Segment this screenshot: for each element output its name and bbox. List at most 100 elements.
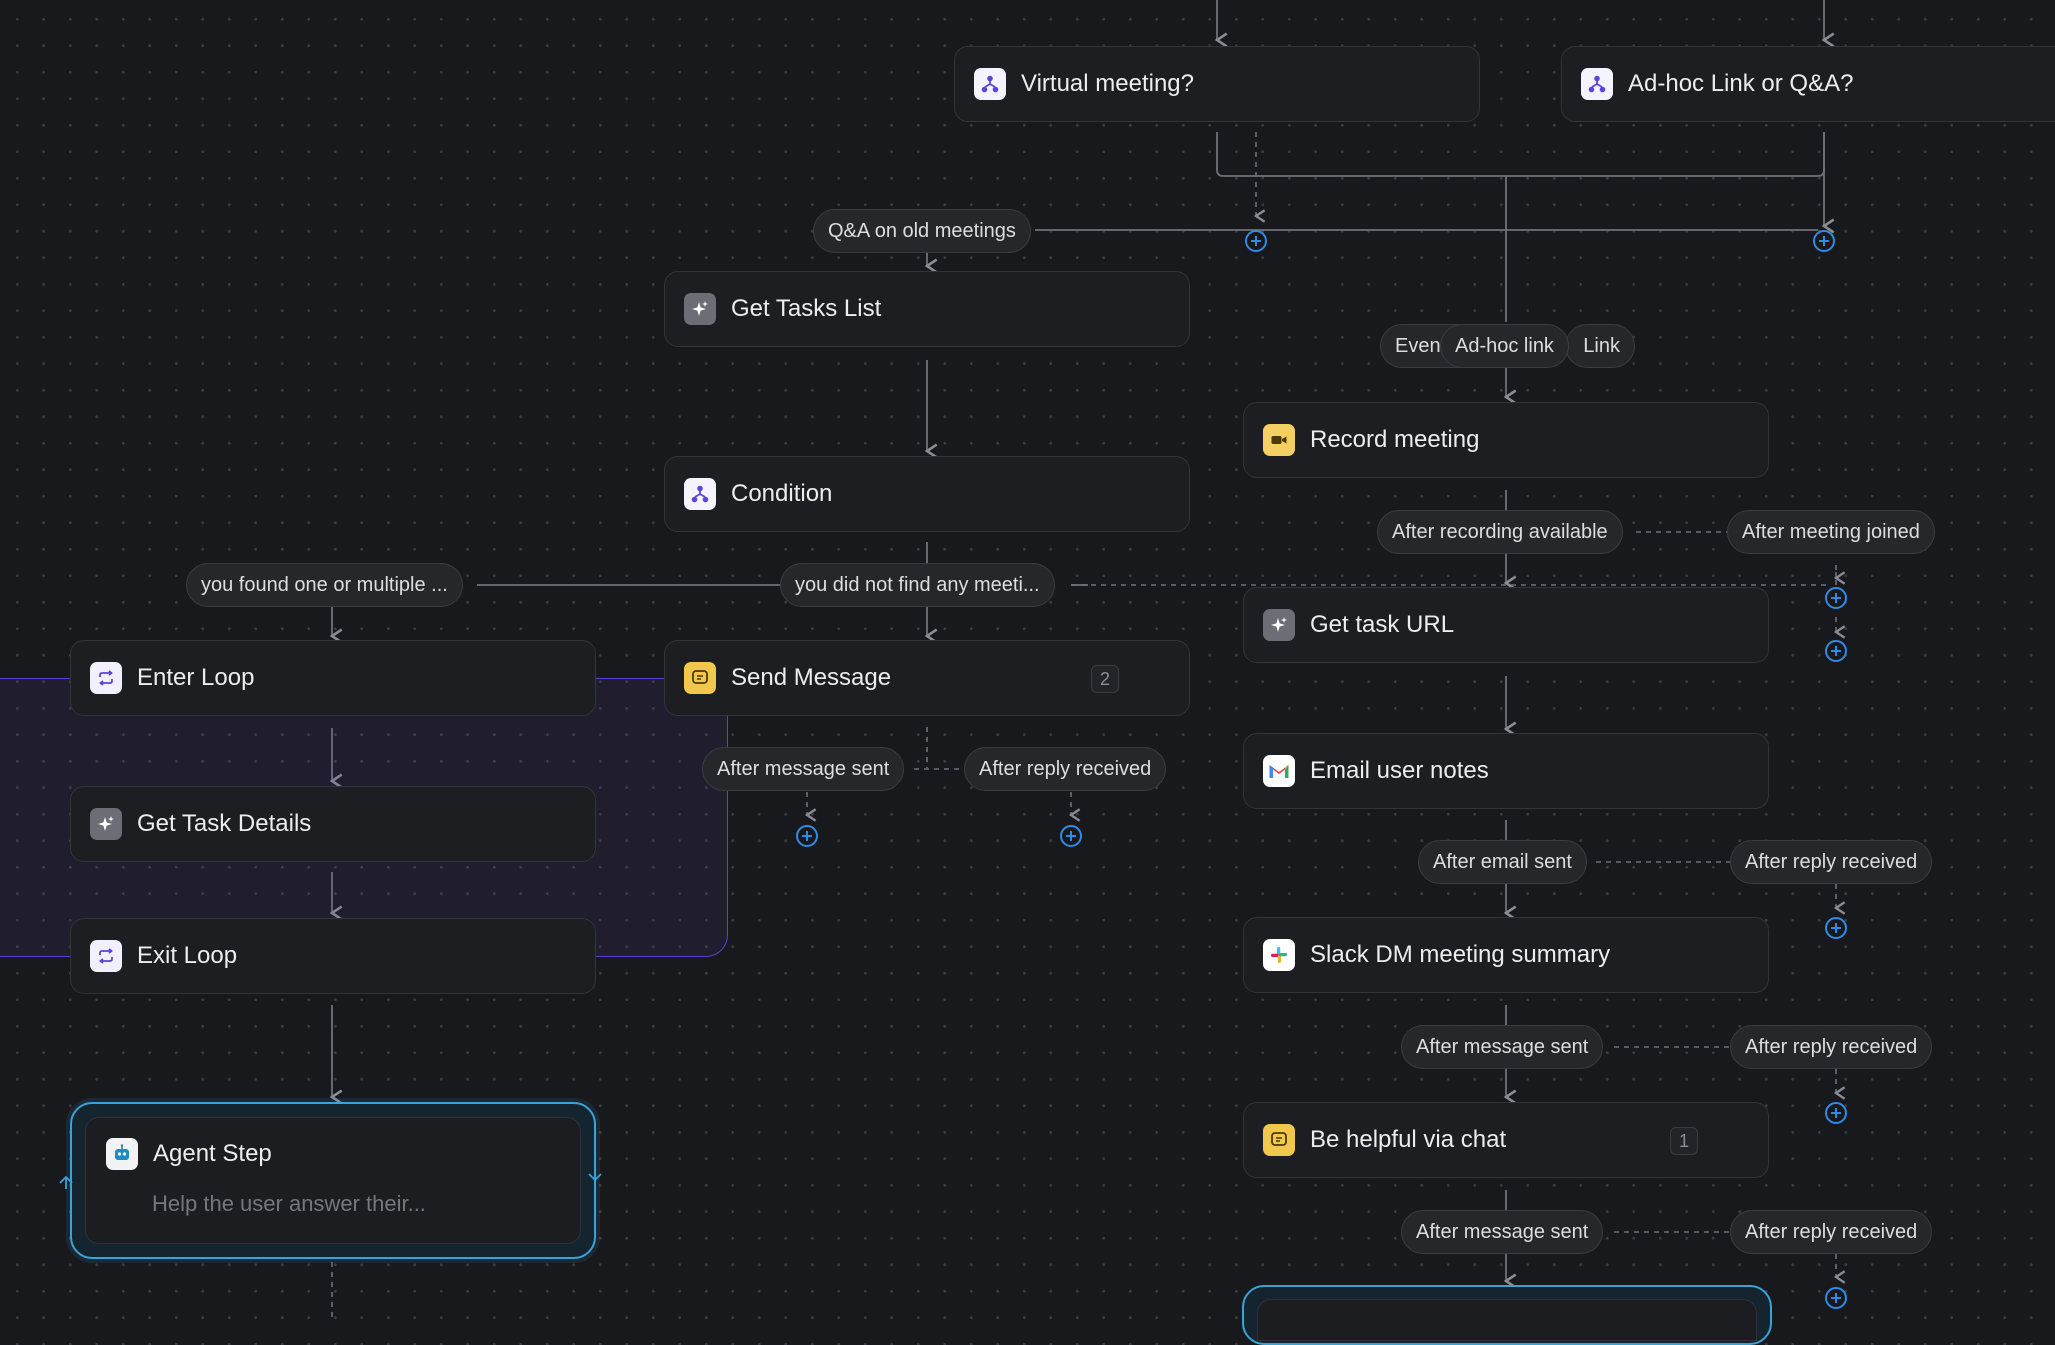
node-label: Send Message [731,664,892,691]
loop-icon [90,940,122,972]
node-email-user-notes[interactable]: Email user notes [1243,733,1769,809]
node-slack-dm-meeting-summary[interactable]: Slack DM meeting summary [1243,917,1769,993]
add-step-button[interactable] [1825,917,1847,939]
branch-pill-did-not-find[interactable]: you did not find any meeti... [780,563,1055,607]
sparkle-icon [684,293,716,325]
pill-label: you did not find any meeti... [795,573,1040,596]
node-send-message[interactable]: Send Message 2 [664,640,1190,716]
node-agent-step[interactable]: Agent Step Help the user answer their... [70,1102,596,1259]
trigger-pill-after-recording-available[interactable]: After recording available [1377,510,1623,554]
add-step-button[interactable] [1825,1287,1847,1309]
agent-step-subtitle: Help the user answer their... [152,1191,426,1216]
count-badge: 1 [1670,1127,1698,1155]
node-label: Get Task Details [137,810,312,837]
add-step-button[interactable] [1245,230,1267,252]
node-adhoc-link-or-qa[interactable]: Ad-hoc Link or Q&A? [1561,46,2055,122]
add-step-button[interactable] [1825,640,1847,662]
plus-icon [802,831,812,841]
pill-label: After message sent [717,757,890,780]
pill-label: After reply received [1745,1035,1918,1058]
robot-icon [106,1138,138,1170]
loop-back-arrow-icon [59,1175,73,1189]
pill-label: Ad-hoc link [1455,334,1554,357]
node-label: Be helpful via chat [1310,1126,1507,1153]
branch-pill-link[interactable]: Link [1565,324,1635,368]
trigger-pill-after-reply-received[interactable]: After reply received [1730,1025,1933,1069]
branch-pill-found-one-or-multiple[interactable]: you found one or multiple ... [186,563,463,607]
node-virtual-meeting[interactable]: Virtual meeting? [954,46,1480,122]
branch-icon [1581,68,1613,100]
pill-label: After meeting joined [1742,520,1920,543]
sparkle-icon [1263,609,1295,641]
pill-label: After email sent [1433,850,1572,873]
branch-pill-qa-old-meetings[interactable]: Q&A on old meetings [813,209,1031,253]
add-step-button[interactable] [1825,1102,1847,1124]
add-step-button[interactable] [796,825,818,847]
pill-label: After message sent [1416,1035,1589,1058]
plus-icon [1831,593,1841,603]
trigger-pill-after-meeting-joined[interactable]: After meeting joined [1727,510,1935,554]
pill-label: you found one or multiple ... [201,573,448,596]
node-label: Agent Step [153,1140,272,1167]
agent-step-card: Agent Step Help the user answer their... [85,1117,581,1244]
trigger-pill-after-message-sent[interactable]: After message sent [702,747,905,791]
slack-icon [1263,939,1295,971]
pill-label: Link [1583,334,1620,357]
node-exit-loop[interactable]: Exit Loop [70,918,596,994]
node-condition[interactable]: Condition [664,456,1190,532]
trigger-pill-after-email-sent[interactable]: After email sent [1418,840,1587,884]
node-record-meeting[interactable]: Record meeting [1243,402,1769,478]
pill-label: Even [1395,334,1441,357]
trigger-pill-after-reply-received[interactable]: After reply received [1730,1210,1933,1254]
pill-label: After recording available [1392,520,1608,543]
add-step-button[interactable] [1813,230,1835,252]
trigger-pill-after-message-sent[interactable]: After message sent [1401,1210,1604,1254]
plus-icon [1831,646,1841,656]
pill-label: Q&A on old meetings [828,219,1016,242]
pill-label: After message sent [1416,1220,1589,1243]
sparkle-icon [90,808,122,840]
branch-pill-adhoc-link[interactable]: Ad-hoc link [1440,324,1569,368]
node-label: Virtual meeting? [1021,70,1194,97]
trigger-pill-after-message-sent[interactable]: After message sent [1401,1025,1604,1069]
gmail-icon [1263,755,1295,787]
node-label: Record meeting [1310,426,1480,453]
trigger-pill-after-reply-received[interactable]: After reply received [964,747,1167,791]
node-enter-loop[interactable]: Enter Loop [70,640,596,716]
count-badge: 2 [1091,665,1119,693]
node-label: Get Tasks List [731,295,882,322]
node-label: Exit Loop [137,942,238,969]
node-label: Condition [731,480,833,507]
pill-label: After reply received [1745,1220,1918,1243]
node-label: Enter Loop [137,664,255,691]
message-icon [684,662,716,694]
node-partial-bottom[interactable] [1242,1285,1772,1345]
loop-icon [90,662,122,694]
plus-icon [1819,236,1829,246]
plus-icon [1831,1293,1841,1303]
plus-icon [1831,923,1841,933]
branch-icon [974,68,1006,100]
add-step-button[interactable] [1825,587,1847,609]
message-icon [1263,1124,1295,1156]
video-camera-icon [1263,424,1295,456]
node-get-task-details[interactable]: Get Task Details [70,786,596,862]
node-get-task-url[interactable]: Get task URL [1243,587,1769,663]
add-step-button[interactable] [1060,825,1082,847]
plus-icon [1831,1108,1841,1118]
pill-label: After reply received [1745,850,1918,873]
node-label: Email user notes [1310,757,1489,784]
pill-label: After reply received [979,757,1152,780]
branch-icon [684,478,716,510]
node-label: Ad-hoc Link or Q&A? [1628,70,1854,97]
partial-card [1257,1299,1757,1341]
plus-icon [1066,831,1076,841]
node-be-helpful-via-chat[interactable]: Be helpful via chat 1 [1243,1102,1769,1178]
node-get-tasks-list[interactable]: Get Tasks List [664,271,1190,347]
node-label: Get task URL [1310,611,1455,638]
node-label: Slack DM meeting summary [1310,941,1611,968]
loop-forward-arrow-icon [588,1173,602,1182]
trigger-pill-after-reply-received[interactable]: After reply received [1730,840,1933,884]
plus-icon [1251,236,1261,246]
